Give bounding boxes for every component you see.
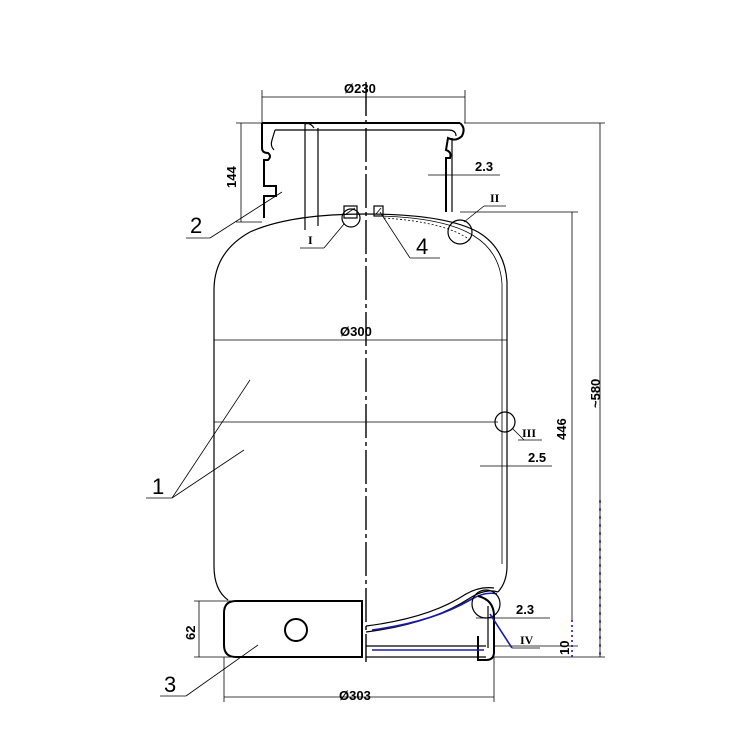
part-number-4: 4	[416, 234, 428, 259]
leader-part-1: 1	[146, 379, 251, 499]
dim-collar-wall: 2.3	[428, 159, 500, 176]
leader-detail-1: I	[300, 223, 345, 249]
foot-ring-hole	[284, 618, 308, 642]
leader-detail-3: III	[511, 426, 542, 441]
part-number-1: 1	[152, 474, 164, 499]
leader-part-2: 2	[186, 191, 283, 239]
detail-circle-2	[447, 219, 473, 245]
valve-seat	[343, 205, 384, 219]
dim-body-wall: 2.5	[480, 450, 552, 467]
detail-circle-1	[341, 208, 361, 228]
dim-label-bottom-wall: 2.3	[516, 602, 534, 617]
detail-mark-2: II	[490, 191, 500, 205]
dim-label-overall-height: ~580	[588, 379, 603, 408]
top-collar	[261, 122, 465, 230]
dim-label-base-offset: 10	[557, 641, 572, 655]
leader-detail-2: II	[463, 191, 506, 223]
detail-mark-1: I	[308, 233, 313, 247]
dim-bottom-wall: 2.3	[476, 602, 550, 619]
part-number-3: 3	[164, 672, 176, 697]
dim-label-top-diameter: Ø230	[344, 81, 376, 96]
leader-part-3: 3	[160, 644, 259, 697]
dim-body-diameter: Ø300	[214, 324, 507, 341]
dim-base-diameter: Ø303	[223, 657, 495, 703]
dim-collar-height: 144	[224, 122, 262, 223]
part-number-2: 2	[190, 213, 202, 238]
leader-part-4: 4	[379, 211, 440, 259]
dim-base-height: 62	[183, 600, 236, 658]
foot-ring	[223, 600, 363, 658]
dim-label-collar-wall: 2.3	[475, 159, 493, 174]
dim-label-body-diameter: Ø300	[340, 324, 372, 339]
dim-top-diameter: Ø230	[261, 81, 466, 123]
dim-base-offset: 10	[494, 620, 578, 657]
dim-label-base-diameter: Ø303	[339, 688, 371, 703]
dim-label-collar-height: 144	[224, 166, 239, 188]
dim-body-height: 446	[460, 211, 578, 620]
dim-label-base-height: 62	[183, 626, 198, 640]
cylinder-body	[213, 213, 508, 661]
dim-label-body-wall: 2.5	[528, 450, 546, 465]
detail-mark-4: IV	[520, 633, 534, 647]
dim-overall-height: ~580	[464, 122, 605, 658]
dim-label-body-height: 446	[554, 418, 569, 440]
detail-mark-3: III	[522, 426, 536, 440]
leader-detail-4: IV	[489, 613, 540, 649]
